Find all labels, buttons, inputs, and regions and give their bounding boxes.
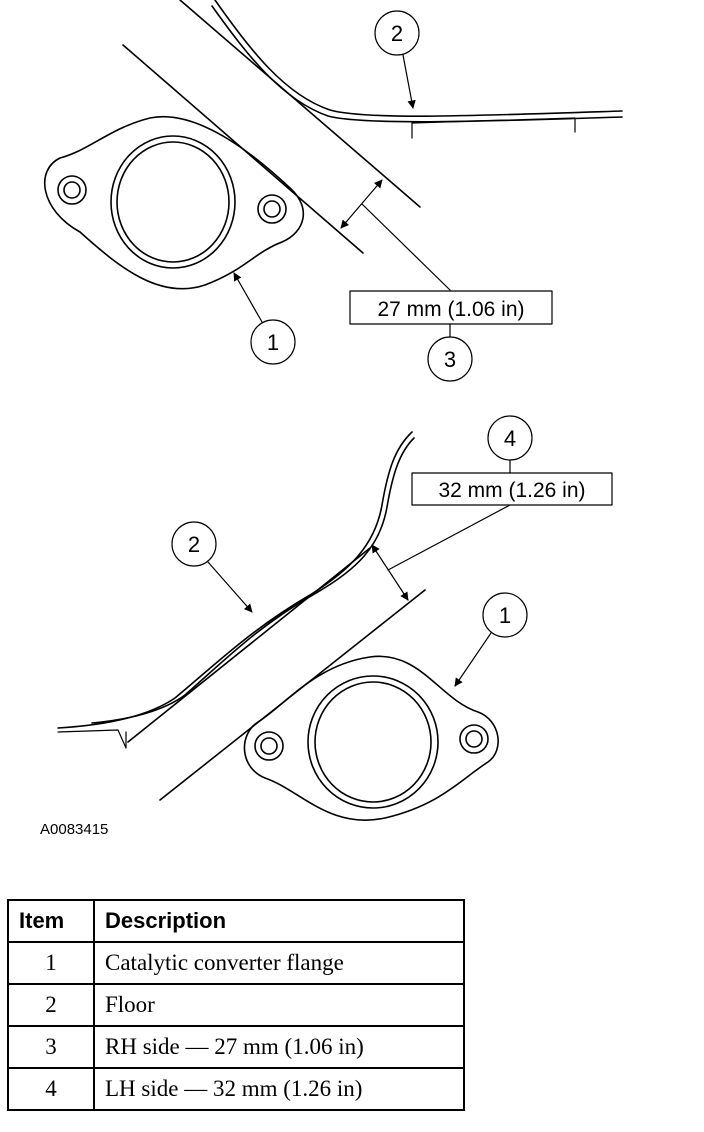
legend-item-number: 1 — [7, 941, 95, 985]
lower-callout-4-label: 4 — [504, 426, 516, 451]
table-row: 4 LH side — 32 mm (1.26 in) — [7, 1067, 465, 1111]
lower-dimension-arrow — [371, 544, 409, 601]
upper-flange-port — [110, 135, 236, 269]
upper-dimension-label: 27 mm (1.06 in) — [377, 298, 524, 321]
upper-floor — [211, 0, 623, 139]
upper-dimension-box — [349, 290, 553, 325]
lower-dimension-box — [411, 472, 613, 506]
legend-item-number: 3 — [7, 1025, 95, 1069]
upper-flange-bolt-left — [57, 175, 87, 205]
legend-item-number: 2 — [7, 983, 95, 1027]
upper-callout-1-leader — [233, 272, 263, 323]
lower-pipe-edge-upper — [127, 547, 371, 743]
lower-dimension-label: 32 mm (1.26 in) — [438, 479, 585, 502]
clearance-diagram: 27 mm (1.06 in) 2 1 3 — [40, 0, 623, 838]
lower-flange-bolt-right — [459, 724, 489, 754]
lower-callout-2 — [171, 521, 217, 567]
table-row: 2 Floor — [7, 983, 465, 1027]
figure-id: A0083415 — [40, 821, 108, 838]
table-row: 3 RH side — 27 mm (1.06 in) — [7, 1025, 465, 1069]
legend-table: Item Description 1 Catalytic converter f… — [7, 899, 465, 1111]
upper-callout-2-label: 2 — [391, 21, 403, 46]
upper-callout-1 — [250, 319, 296, 365]
legend-header-description: Description — [93, 899, 465, 943]
upper-callout-1-label: 1 — [267, 330, 279, 355]
lower-flange — [243, 655, 499, 821]
upper-flange-bolt-right — [257, 194, 287, 224]
lower-callout-1-leader — [454, 632, 492, 687]
lower-view: 32 mm (1.26 in) 4 2 1 — [57, 415, 613, 821]
upper-callout-3-label: 3 — [444, 347, 456, 372]
upper-flange — [44, 115, 305, 290]
legend-item-description: Catalytic converter flange — [93, 941, 465, 985]
legend-item-description: Floor — [93, 983, 465, 1027]
upper-callout-2-leader — [402, 54, 416, 109]
legend-header-item: Item — [7, 899, 95, 943]
lower-callout-1-label: 1 — [499, 603, 511, 628]
legend-item-description: RH side — 27 mm (1.06 in) — [93, 1025, 465, 1069]
legend-item-number: 4 — [7, 1067, 95, 1111]
legend-header-row: Item Description — [7, 899, 465, 943]
upper-callout-2 — [374, 10, 420, 56]
upper-callout-3 — [427, 336, 473, 382]
lower-dimension-leader — [387, 504, 511, 571]
lower-flange-port — [307, 675, 439, 809]
upper-dimension-leader — [361, 203, 451, 291]
lower-callout-1 — [482, 592, 528, 638]
lower-floor — [57, 431, 415, 749]
lower-flange-bolt-left — [254, 731, 284, 761]
lower-callout-2-label: 2 — [188, 532, 200, 557]
lower-callout-2-leader — [207, 561, 253, 613]
legend-item-description: LH side — 32 mm (1.26 in) — [93, 1067, 465, 1111]
upper-pipe-edge-upper — [179, 0, 421, 208]
table-row: 1 Catalytic converter flange — [7, 941, 465, 985]
upper-view: 27 mm (1.06 in) 2 1 3 — [44, 0, 623, 382]
